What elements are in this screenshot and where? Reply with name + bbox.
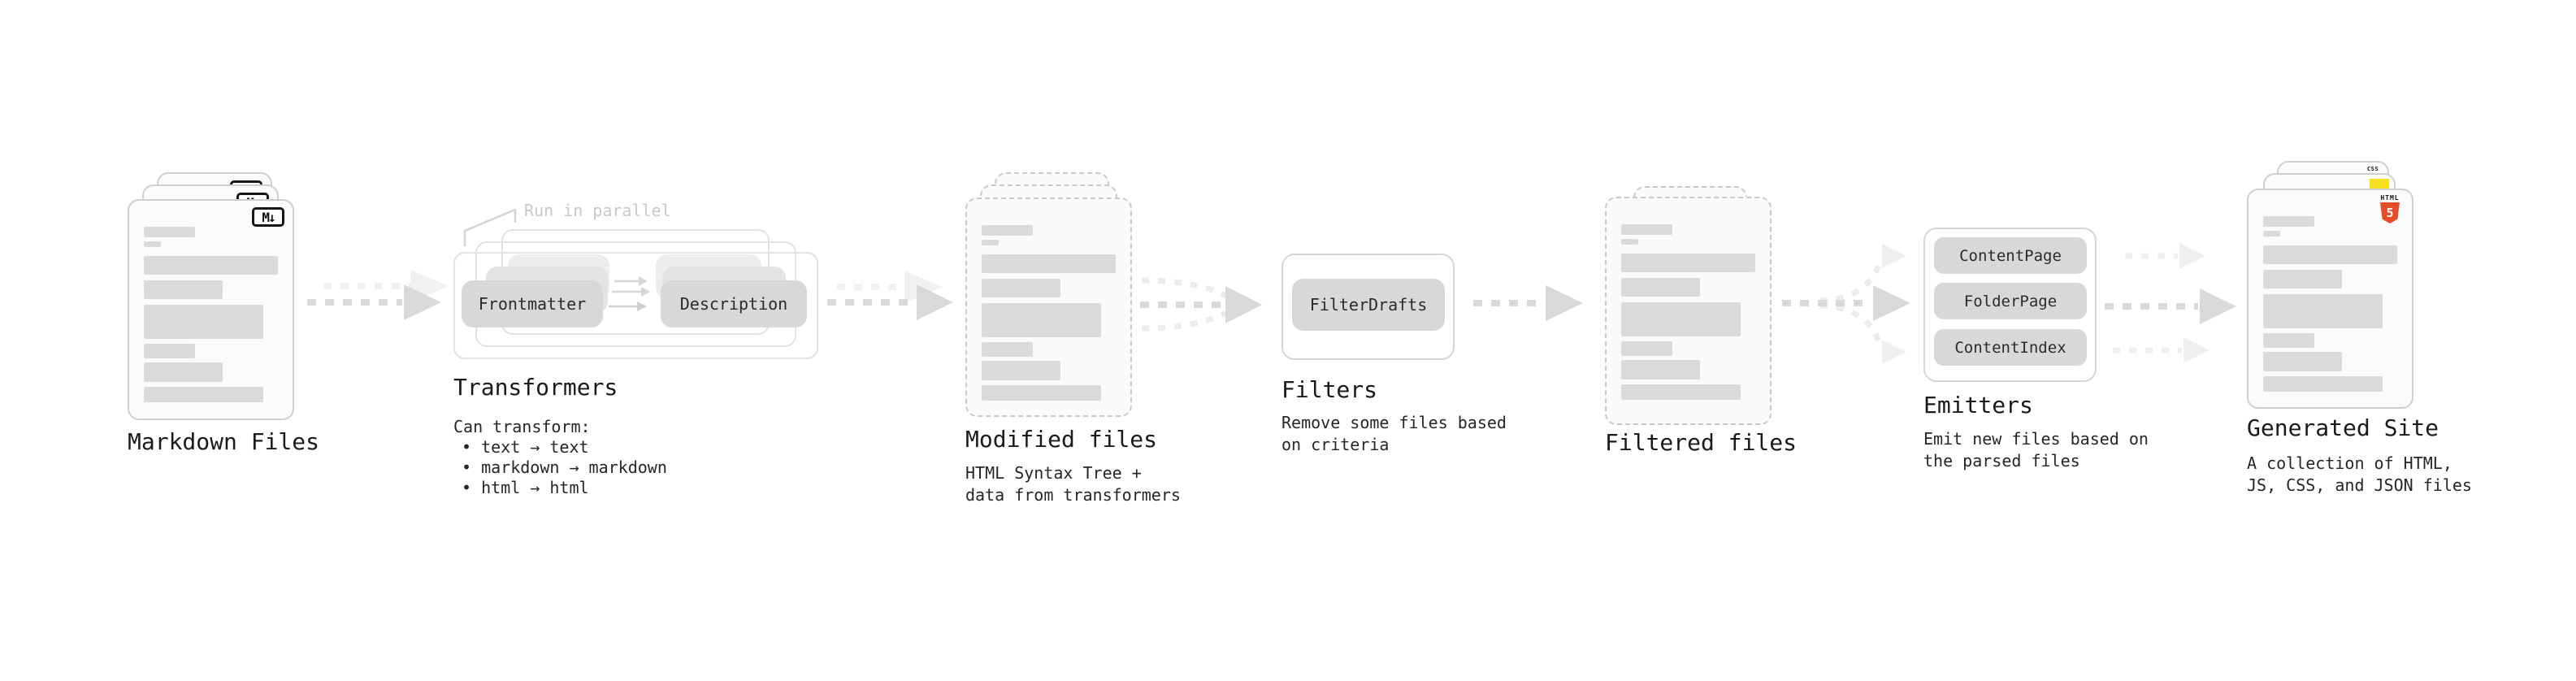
document-placeholder-lines bbox=[1621, 224, 1755, 400]
site-file-card-html: HTML 5 bbox=[2247, 189, 2413, 409]
css-icon-label: CSS bbox=[2366, 166, 2379, 172]
transformers-label: Transformers bbox=[453, 374, 618, 401]
document-placeholder-lines bbox=[2263, 216, 2397, 392]
modified-files-sublabel: HTML Syntax Tree + data from transformer… bbox=[965, 463, 1181, 505]
contentpage-pill: ContentPage bbox=[1934, 237, 2087, 274]
arrow-filters-to-filtered bbox=[1473, 285, 1583, 321]
transform-bullet: • text → text bbox=[462, 437, 589, 457]
generated-site-label: Generated Site bbox=[2247, 414, 2439, 441]
filters-label: Filters bbox=[1281, 376, 1378, 403]
document-placeholder-lines bbox=[982, 225, 1116, 401]
generated-site-sublabel: A collection of HTML, JS, CSS, and JSON … bbox=[2247, 453, 2472, 495]
arrow-emitters-to-site bbox=[2105, 243, 2236, 363]
js-icon bbox=[2370, 179, 2389, 189]
emitters-sublabel: Emit new files based on the parsed files bbox=[1923, 429, 2149, 471]
html5-icon-number: 5 bbox=[2386, 206, 2394, 220]
arrow-modified-to-filters bbox=[1140, 277, 1262, 332]
contentindex-pill: ContentIndex bbox=[1934, 329, 2087, 366]
filterdrafts-pill: FilterDrafts bbox=[1292, 279, 1445, 331]
modified-files-label: Modified files bbox=[965, 426, 1158, 453]
html5-icon-word: HTML bbox=[2380, 194, 2400, 202]
markdown-icon: M↓ bbox=[252, 207, 284, 227]
description-pill: Description bbox=[661, 280, 807, 327]
arrow-transformers-to-modified bbox=[827, 271, 953, 320]
modified-file-card-front bbox=[965, 197, 1132, 417]
html5-icon: HTML 5 bbox=[2378, 194, 2402, 223]
transformers-bullet-list: • text → text • markdown → markdown • ht… bbox=[462, 437, 667, 498]
transform-bullet: • markdown → markdown bbox=[462, 458, 667, 477]
markdown-file-card-front: M↓ bbox=[128, 199, 294, 420]
markdown-icon-label: M↓ bbox=[262, 209, 275, 225]
arrow-markdown-to-transformers bbox=[307, 270, 449, 320]
filtered-file-card-front bbox=[1605, 197, 1772, 425]
transform-bullet: • html → html bbox=[462, 478, 589, 497]
run-in-parallel-note: Run in parallel bbox=[524, 201, 671, 220]
transformers-note-title: Can transform: bbox=[453, 417, 591, 436]
folderpage-pill: FolderPage bbox=[1934, 283, 2087, 319]
filters-sublabel: Remove some files based on criteria bbox=[1281, 413, 1507, 454]
emitters-label: Emitters bbox=[1923, 392, 2033, 419]
frontmatter-pill: Frontmatter bbox=[462, 280, 603, 327]
transformer-box-front bbox=[453, 252, 818, 359]
filtered-files-label: Filtered files bbox=[1605, 429, 1798, 456]
markdown-files-label: Markdown Files bbox=[128, 428, 320, 455]
document-placeholder-lines bbox=[144, 227, 278, 402]
arrow-filtered-to-emitters bbox=[1782, 244, 1910, 364]
